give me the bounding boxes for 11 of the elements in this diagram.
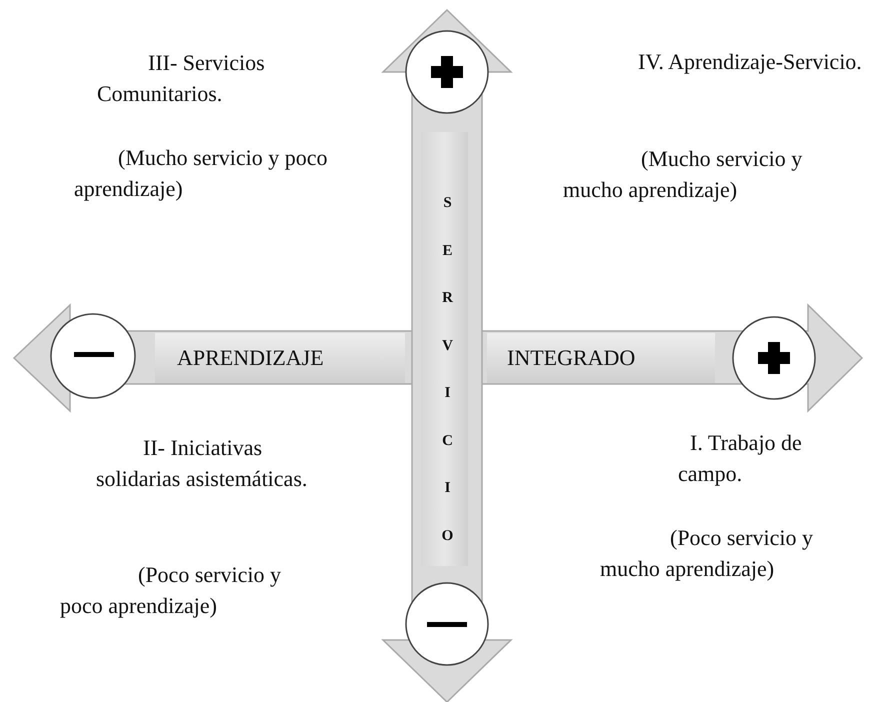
quadrant-description: (Poco servicio y mucho aprendizaje) (600, 524, 814, 583)
quadrant-description: (Mucho servicio y mucho aprendizaje) (563, 145, 804, 204)
axis-label: SERVICIO (440, 194, 454, 546)
quadrant-description: (Poco servicio y poco aprendizaje) (60, 561, 282, 620)
quadrant-title: I. Trabajo de campo. (678, 429, 803, 488)
quadrant-title: II- Iniciativas solidarias asistemáticas. (96, 434, 308, 493)
quadrant-title: III- Servicios Comunitarios. (97, 49, 266, 108)
axis-label: INTEGRADO (507, 345, 636, 371)
quadrant-title: IV. Aprendizaje-Servicio. (638, 48, 863, 76)
quadrant-description: (Mucho servicio y poco aprendizaje) (74, 144, 329, 203)
axis-label: APRENDIZAJE (177, 345, 324, 371)
